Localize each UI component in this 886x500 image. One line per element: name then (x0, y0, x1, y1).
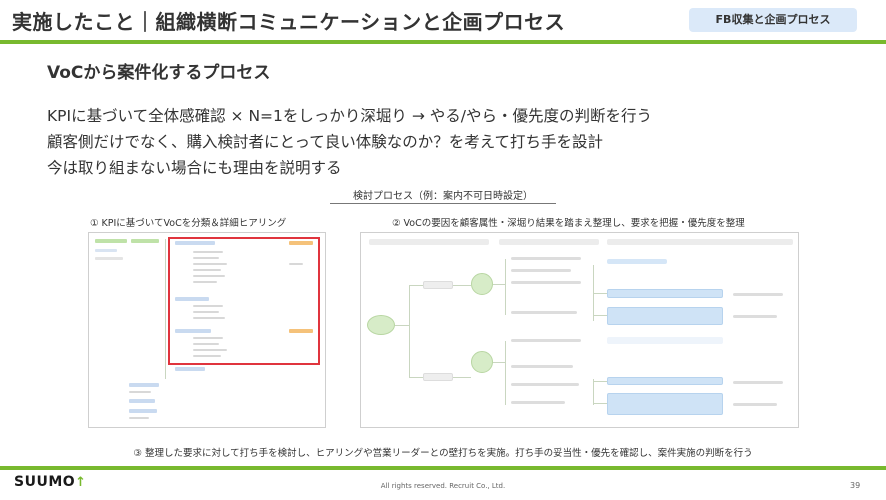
voc-classification-screenshot (88, 232, 326, 428)
flow-cell (289, 241, 313, 245)
mindmap-requirement (607, 259, 667, 264)
step-2-label: ② VoCの要因を顧客属性・深堀り結果を踏まえ整理し、要求を把握・優先度を整理 (392, 218, 745, 229)
logo-arrow-icon: ↑ (75, 475, 87, 490)
flow-cell (129, 383, 159, 387)
mindmap-note (733, 381, 783, 384)
mindmap-connector (493, 362, 505, 363)
header-divider (0, 40, 886, 44)
flow-cell (175, 297, 209, 301)
mindmap-requirement (607, 337, 723, 344)
flow-cell (193, 263, 227, 265)
mindmap-cause-node (471, 351, 493, 373)
mindmap-header (607, 239, 793, 245)
flow-cell (289, 329, 313, 333)
mindmap-requirement (607, 307, 723, 325)
step-1-label: ① KPIに基づいてVoCを分類＆詳細ヒアリング (90, 218, 287, 229)
flow-cell (193, 257, 219, 259)
flow-cell (193, 269, 221, 271)
mindmap-connector (493, 284, 505, 285)
mindmap-requirement (607, 393, 723, 415)
mindmap-leaf (511, 257, 581, 260)
mindmap-requirement (607, 289, 723, 298)
mindmap-connector (409, 377, 423, 378)
mindmap-leaf (511, 281, 581, 284)
slide-header: 実施したこと｜組織横断コミュニケーションと企画プロセス FB収集と企画プロセス (0, 0, 886, 40)
slide-title: 実施したこと｜組織横断コミュニケーションと企画プロセス (12, 10, 566, 34)
highlight-box (168, 237, 320, 365)
flow-cell (129, 391, 151, 393)
flow-cell (175, 367, 205, 371)
flow-cell (193, 317, 225, 319)
mindmap-leaf (511, 269, 571, 272)
bullet-list: KPIに基づいて全体感確認 × N=1をしっかり深堀り → やる/やら・優先度の… (47, 103, 652, 181)
flow-cell (193, 275, 225, 277)
step-3-label: ③ 整理した要求に対して打ち手を検討し、ヒアリングや営業リーダーとの壁打ちを実施… (133, 448, 753, 459)
mindmap-connector (409, 285, 423, 286)
mindmap-note (733, 403, 777, 406)
flow-cell (193, 251, 223, 253)
mindmap-node (423, 373, 453, 381)
mindmap-connector (593, 379, 594, 405)
mindmap-cause-node (471, 273, 493, 295)
flow-cell (193, 349, 227, 351)
flow-cell (175, 329, 211, 333)
section-tag: FB収集と企画プロセス (689, 8, 857, 32)
flow-cell (131, 239, 159, 243)
bullet-line: 顧客側だけでなく、購入検討者にとって良い体験なのか？を考えて打ち手を設計 (47, 133, 603, 151)
mindmap-note (733, 293, 783, 296)
flow-cell (193, 311, 219, 313)
process-divider (330, 203, 556, 204)
mindmap-node (423, 281, 453, 289)
flow-cell (129, 417, 149, 419)
mindmap-leaf (511, 311, 577, 314)
mindmap-leaf (511, 339, 581, 342)
flow-cell (95, 249, 117, 252)
flow-cell (129, 409, 157, 413)
footer-divider (0, 466, 886, 470)
logo-text: SUUMO (14, 474, 76, 490)
flow-cell (193, 281, 217, 283)
process-caption: 検討プロセス（例：案内不可日時設定） (353, 191, 533, 202)
mindmap-requirement (607, 377, 723, 385)
mindmap-connector (593, 315, 607, 316)
voc-analysis-mindmap-screenshot (360, 232, 799, 428)
flow-cell (95, 239, 127, 243)
mindmap-connector (395, 325, 409, 326)
mindmap-header (369, 239, 489, 245)
mindmap-connector (453, 285, 471, 286)
flow-cell (129, 399, 155, 403)
mindmap-leaf (511, 401, 565, 404)
flow-cell (193, 343, 219, 345)
bullet-line: 今は取り組まない場合にも理由を説明する (47, 159, 342, 177)
flow-cell (193, 305, 223, 307)
flow-cell (193, 355, 221, 357)
mindmap-connector (593, 381, 607, 382)
section-title: VoCから案件化するプロセス (47, 63, 271, 83)
flow-cell (95, 257, 123, 260)
suumo-logo: SUUMO↑ (14, 474, 87, 490)
mindmap-connector (409, 285, 410, 377)
mindmap-connector (505, 259, 506, 315)
mindmap-leaf (511, 383, 579, 386)
mindmap-root-node (367, 315, 395, 335)
mindmap-note (733, 315, 777, 318)
copyright-text: All rights reserved. Recruit Co., Ltd. (380, 482, 506, 490)
page-number: 39 (850, 481, 861, 490)
mindmap-header (499, 239, 599, 245)
flow-cell (175, 241, 215, 245)
flow-cell (193, 337, 223, 339)
mindmap-leaf (511, 365, 573, 368)
mindmap-connector (593, 293, 607, 294)
mindmap-connector (593, 403, 607, 404)
flow-connector (165, 239, 166, 379)
mindmap-connector (453, 377, 471, 378)
mindmap-connector (505, 341, 506, 405)
flow-cell (289, 263, 303, 265)
bullet-line: KPIに基づいて全体感確認 × N=1をしっかり深堀り → やる/やら・優先度の… (47, 107, 652, 125)
